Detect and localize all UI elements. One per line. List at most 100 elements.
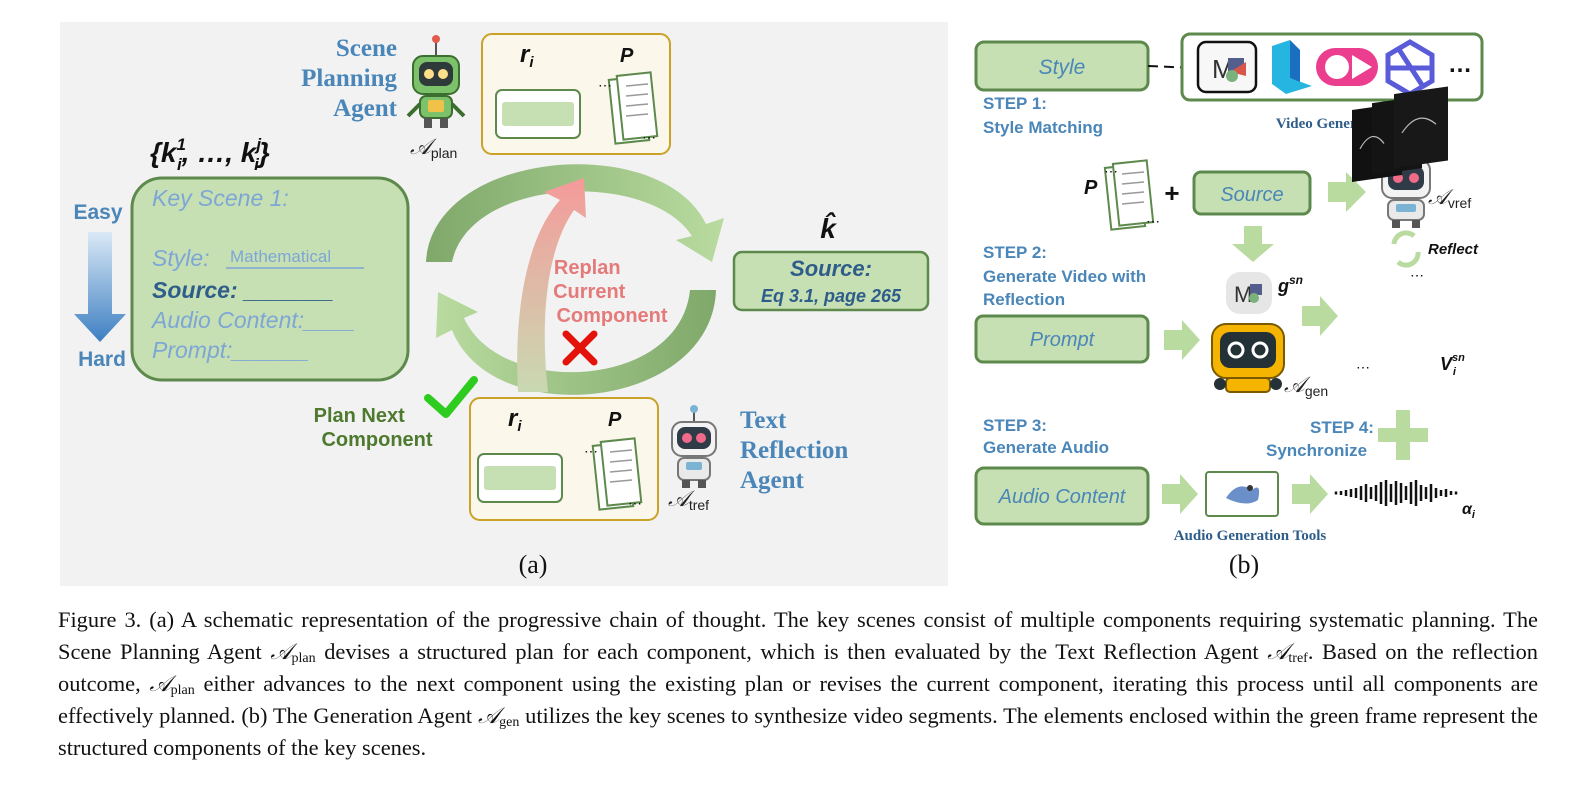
- source-to-vref-arrow: [1328, 172, 1366, 212]
- svg-text:⋯: ⋯: [1410, 267, 1424, 283]
- reflect-label: Reflect: [1428, 241, 1479, 258]
- svg-text:⋯: ⋯: [642, 129, 656, 145]
- audio-content-box: [974, 466, 1150, 526]
- alpha-label: αi: [1462, 501, 1476, 521]
- caption-agent-symbol: 𝒜: [1267, 639, 1289, 664]
- key-scene-prompt-label: Prompt:______: [152, 337, 309, 363]
- scene-label-line1: Scene: [336, 35, 397, 62]
- caption-agent-sub: plan: [291, 651, 316, 666]
- text-reflection-agent-label: Text Reflection Agent: [740, 407, 848, 494]
- key-scene-source-label: Source: _______: [152, 277, 334, 303]
- plan-next-label: Plan Next Component: [314, 405, 433, 451]
- step3-label: STEP 3: Generate Audio: [983, 416, 1109, 457]
- khat-label: k̂: [820, 212, 837, 244]
- source-result-value: Eq 3.1, page 265: [761, 286, 902, 306]
- key-scene-audio-label: Audio Content:____: [150, 307, 355, 333]
- panel-a-label: (a): [519, 550, 548, 579]
- cross-icon: [562, 330, 598, 366]
- prompt-box: [974, 314, 1150, 364]
- bottom-document-icon: ⋯ ⋯: [584, 437, 643, 511]
- caption-agent-symbol: 𝒜: [477, 703, 500, 728]
- scene-label-line2: Planning: [301, 65, 397, 92]
- caption-text: utilizes the key scenes to synthesize vi…: [58, 703, 1538, 760]
- panel-a: Scene Planning Agent 𝒜plan ri P: [60, 22, 948, 586]
- replan-arrow: [517, 178, 586, 392]
- caption-agent-symbol: 𝒜: [270, 639, 292, 664]
- reflect-cycle-icon: [1391, 230, 1421, 268]
- bottom-reflection-box: ri P ⋯ ⋯: [469, 397, 659, 521]
- panel-b: Style STEP 1: Style Matching M: [974, 32, 1484, 579]
- video-frames-icon: ⋯ ⋯: [1352, 86, 1448, 375]
- planning-robot-icon: [406, 35, 466, 128]
- caption-agent-sub: gen: [499, 715, 520, 730]
- svg-text:M: M: [1234, 282, 1252, 307]
- agent-vref-label: 𝒜vref: [1428, 186, 1471, 211]
- caption-text: either advances to the next component us…: [58, 671, 1539, 728]
- caption-text: (a) A schematic representation of the pr…: [58, 607, 1538, 664]
- source-result-title: Source:: [790, 256, 872, 281]
- audio-tools-label: Audio Generation Tools: [1174, 528, 1327, 544]
- reflection-label-line3: Agent: [740, 467, 805, 494]
- video-tools-box: M …: [1180, 32, 1484, 102]
- check-icon: [424, 376, 478, 418]
- top-r-label: ri: [520, 41, 534, 71]
- step1-label: STEP 1: Style Matching: [983, 94, 1103, 137]
- caption-text: . Based on the reflection outcome,: [58, 639, 1539, 696]
- bottom-p-label: P: [608, 409, 622, 431]
- top-plan-box: ri P ⋯ ⋯: [481, 33, 671, 155]
- scene-label-line3: Agent: [333, 95, 398, 122]
- caption-agent-sub: plan: [170, 683, 195, 698]
- source-box: [1192, 170, 1312, 216]
- audio-waveform-icon: [1334, 480, 1458, 506]
- key-scene-box: Key Scene 1: Style: Mathematical Source:…: [130, 176, 410, 382]
- reflection-robot-icon: [671, 405, 717, 488]
- caption-agent-symbol: 𝒜: [149, 671, 171, 696]
- prompt-to-gen-arrow: [1164, 320, 1200, 360]
- source-result-box: Source: Eq 3.1, page 265: [732, 250, 930, 312]
- audio-to-tool-arrow: [1162, 474, 1198, 514]
- step4-label: STEP 4: Synchronize: [1266, 418, 1379, 460]
- gen-to-video-arrow: [1302, 296, 1338, 336]
- synchronize-plus-icon: [1378, 410, 1428, 460]
- reflection-label-line2: Reflection: [740, 437, 848, 464]
- audio-content-label: Audio Content: [998, 486, 1127, 508]
- replan-label: Replan Current Component: [553, 257, 668, 327]
- bottom-cycle-arrow: [436, 290, 716, 395]
- prompt-box-label: Prompt: [1030, 329, 1096, 351]
- g-label: gsn: [1277, 273, 1303, 296]
- svg-text:⋯: ⋯: [598, 77, 612, 93]
- svg-text:⋯: ⋯: [1356, 359, 1370, 375]
- source-to-gen-arrow: [1232, 226, 1274, 262]
- svg-text:⋯: ⋯: [628, 495, 642, 511]
- caption-fig-label: Figure 3.: [58, 607, 142, 632]
- svg-text:⋯: ⋯: [1104, 163, 1118, 179]
- style-box-label: Style: [1039, 56, 1086, 79]
- video-tool-icon-2: [1272, 40, 1312, 94]
- figure-diagram: Scene Planning Agent 𝒜plan ri P: [60, 22, 1484, 586]
- manim-tool-icon: M: [1196, 40, 1258, 94]
- video-tool-icon-3: [1316, 48, 1378, 86]
- top-cycle-arrow: [426, 164, 724, 262]
- caption-text: devises a structured plan for each compo…: [315, 639, 1268, 664]
- b-document-icon: ⋯ ⋯: [1103, 159, 1160, 231]
- hard-label: Hard: [78, 348, 126, 371]
- selected-style-icon: M: [1226, 272, 1272, 314]
- scene-planning-agent-label: Scene Planning Agent: [301, 35, 398, 122]
- audio-tool-icon: [1205, 471, 1279, 517]
- agent-gen-label: 𝒜gen: [1284, 372, 1328, 399]
- top-document-icon: ⋯ ⋯: [598, 71, 659, 145]
- plus-sign: +: [1164, 178, 1179, 208]
- key-scene-style-value: Mathematical: [230, 247, 331, 266]
- b-p-label: P: [1084, 177, 1098, 199]
- bottom-r-label: ri: [508, 405, 522, 435]
- easy-hard-arrow: [74, 232, 126, 342]
- figure-caption: Figure 3. (a) A schematic representation…: [58, 604, 1538, 764]
- key-scene-title: Key Scene 1:: [152, 185, 289, 211]
- svg-text:⋯: ⋯: [1146, 213, 1160, 229]
- source-box-label: Source: [1220, 184, 1283, 206]
- gen-robot-icon: [1211, 323, 1285, 393]
- key-scene-style-label: Style:: [152, 245, 210, 271]
- video-tools-ellipsis: …: [1448, 51, 1472, 78]
